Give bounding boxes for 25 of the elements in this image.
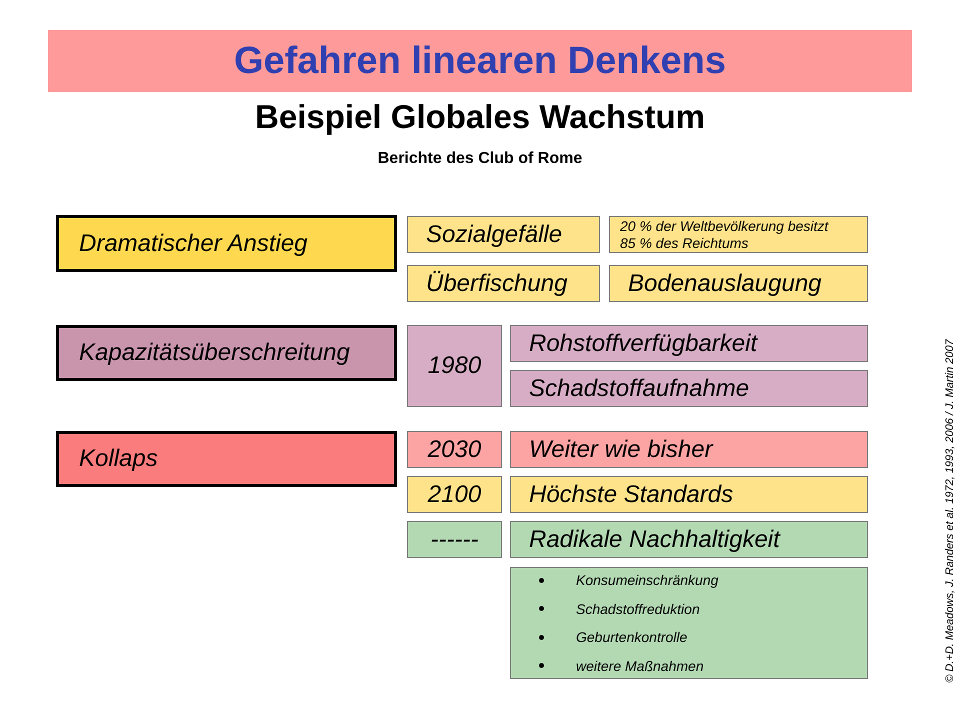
text-box: ------ bbox=[407, 521, 502, 558]
category-box: Kapazitätsüberschreitung bbox=[56, 325, 397, 381]
source-note: Berichte des Club of Rome bbox=[376, 150, 584, 168]
text-box: Höchste Standards bbox=[510, 476, 868, 513]
bullet-item: Schadstoffreduktion bbox=[576, 600, 700, 618]
text-box: 2100 bbox=[407, 476, 502, 513]
text-box: Sozialgefälle bbox=[407, 216, 600, 253]
text-box: Radikale Nachhaltigkeit bbox=[510, 521, 868, 558]
text-box: Rohstoffverfügbarkeit bbox=[510, 325, 868, 362]
category-box: Dramatischer Anstieg bbox=[56, 215, 397, 272]
subtitle: Beispiel Globales Wachstum bbox=[254, 98, 706, 136]
bullet-item: weitere Maßnahmen bbox=[576, 656, 704, 676]
measures-box bbox=[510, 567, 868, 679]
category-box: Kollaps bbox=[56, 431, 397, 487]
text-box: 1980 bbox=[407, 325, 502, 407]
bullet-item: Geburtenkontrolle bbox=[576, 628, 688, 647]
title-banner: Gefahren linearen Denkens bbox=[48, 30, 912, 92]
bullet-item: Konsumeinschränkung bbox=[576, 571, 718, 590]
text-box: 20 % der Weltbevölkerung besitzt 85 % des Reichtums bbox=[609, 216, 868, 253]
text-box: Bodenauslaugung bbox=[609, 265, 868, 302]
text-box: 2030 bbox=[407, 431, 502, 468]
text-box: Überfischung bbox=[407, 265, 600, 302]
copyright-note: © D.+D. Meadows, J. Randers et al. 1972, 1993, 2006 / J. Martin 2007 bbox=[944, 338, 956, 685]
text-box: Schadstoffaufnahme bbox=[510, 370, 868, 407]
text-box: Weiter wie bisher bbox=[510, 431, 868, 468]
